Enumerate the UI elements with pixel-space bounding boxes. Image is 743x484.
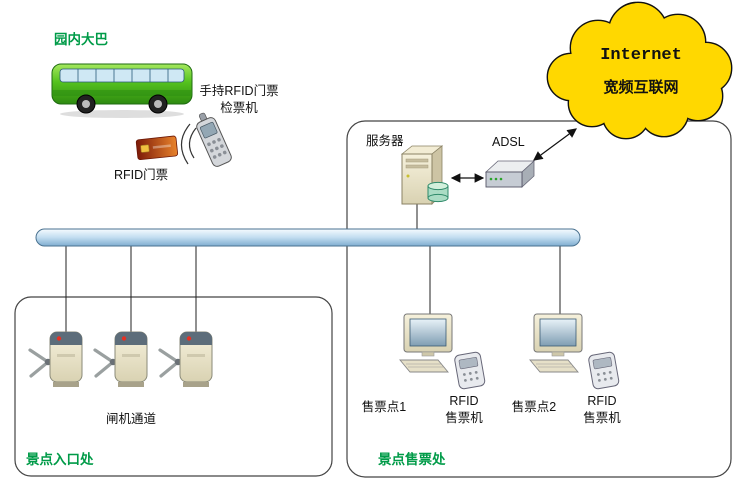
bus-windows xyxy=(59,68,185,83)
server-icon xyxy=(400,145,449,205)
adsl-modem-icon xyxy=(484,160,536,188)
internet-cloud-icon xyxy=(546,1,733,140)
handheld-reader-icon xyxy=(196,112,232,167)
rfid-seller2-line2: 售票机 xyxy=(583,411,621,425)
database-icon xyxy=(427,181,449,203)
rfid-seller1-line2: 售票机 xyxy=(445,411,483,425)
rfid-seller1-line1: RFID xyxy=(449,394,479,408)
ticket-point2-label: 售票点2 xyxy=(511,400,557,414)
internet-label-cn: 宽频互联网 xyxy=(603,79,679,96)
turnstile-icon-2 xyxy=(93,331,148,387)
ticketing-zone-box xyxy=(346,120,732,478)
internet-label-en: Internet xyxy=(600,46,682,65)
rfid-seller2-label: RFID 售票机 xyxy=(578,393,626,427)
rfid-card-icon xyxy=(135,135,179,161)
rfid-card-label: RFID门票 xyxy=(114,168,169,182)
turnstile-icon-3 xyxy=(158,331,213,387)
computer-icon-2 xyxy=(529,313,583,373)
bus-icon xyxy=(51,63,193,118)
computer-icon-1 xyxy=(399,313,453,373)
ticket-point1-label: 售票点1 xyxy=(361,400,407,414)
handheld-reader-label-line1: 手持RFID门票 xyxy=(199,84,279,98)
adsl-internet-link-arrow xyxy=(533,128,577,161)
rfid-seller2-line1: RFID xyxy=(587,394,617,408)
keyboard-icon xyxy=(529,359,579,373)
connector-lines xyxy=(65,204,561,333)
handheld-reader-label-line2: 检票机 xyxy=(220,101,258,115)
server-label: 服务器 xyxy=(366,134,404,148)
adsl-label: ADSL xyxy=(492,135,525,149)
entrance-zone-box xyxy=(14,296,333,477)
keyboard-icon xyxy=(399,359,449,373)
turnstile-icon-1 xyxy=(28,331,83,387)
bus-area-label: 园内大巴 xyxy=(54,32,108,47)
bus-shadow xyxy=(60,110,184,118)
turnstile-indicator-light xyxy=(56,336,62,341)
turnstile-indicator-light xyxy=(121,336,127,341)
gate-channel-label: 闸机通道 xyxy=(105,412,156,426)
ticketing-zone-label: 景点售票处 xyxy=(378,452,446,467)
rfid-ticket-machine-icon-2 xyxy=(588,351,620,390)
network-backbone-bus xyxy=(35,228,581,247)
rfid-seller1-label: RFID 售票机 xyxy=(440,393,488,427)
wireless-signal-icon xyxy=(180,123,197,165)
entrance-zone-label: 景点入口处 xyxy=(26,452,94,467)
turnstile-indicator-light xyxy=(186,336,192,341)
rfid-ticket-machine-icon-1 xyxy=(454,351,486,390)
